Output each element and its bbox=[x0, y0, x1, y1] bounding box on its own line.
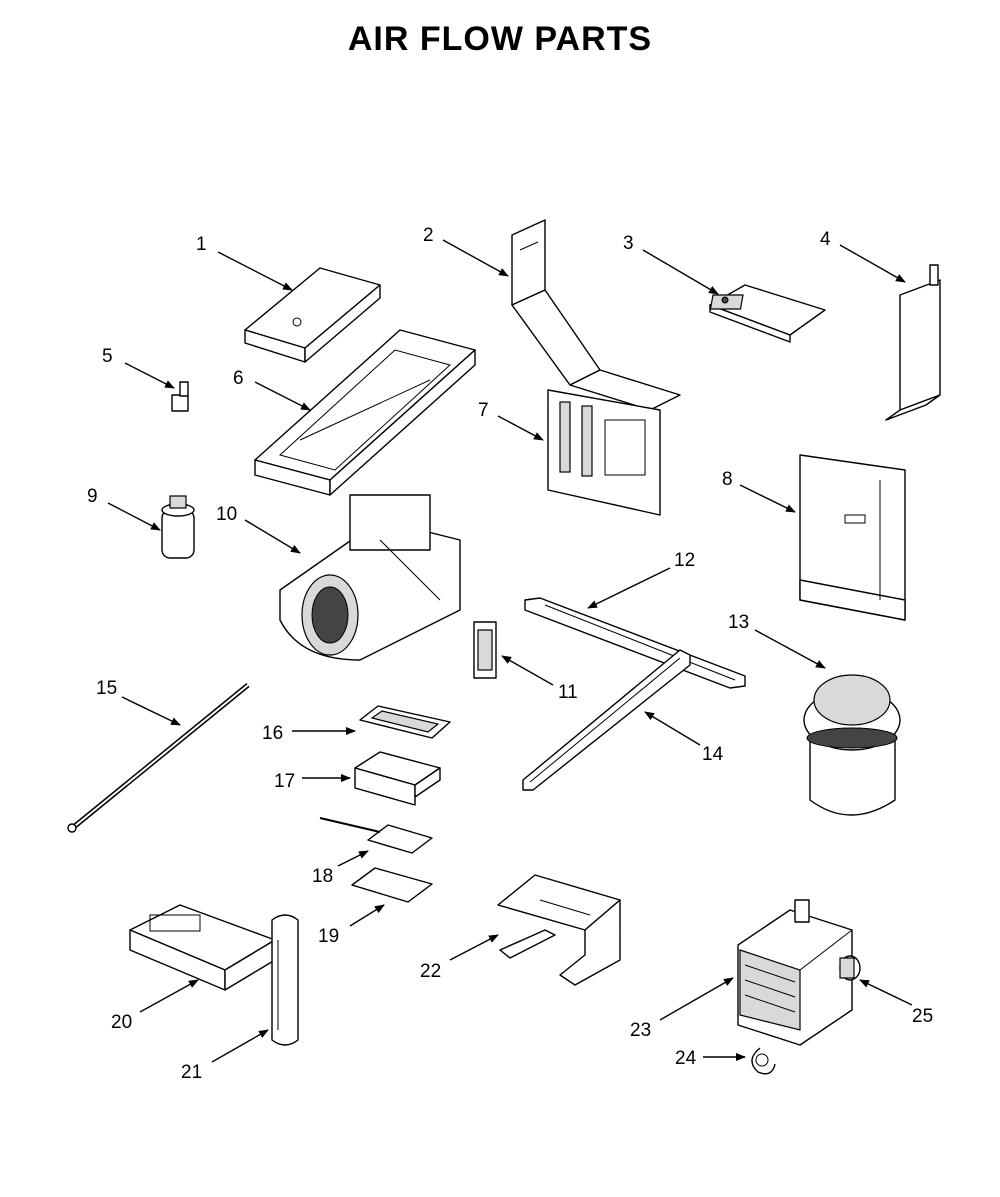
part-7-panel[interactable] bbox=[547, 389, 661, 516]
callout-22: 22 bbox=[420, 961, 441, 982]
callout-5: 5 bbox=[102, 346, 113, 367]
callout-25: 25 bbox=[912, 1006, 933, 1027]
callout-2: 2 bbox=[423, 225, 434, 246]
part-19-filter[interactable] bbox=[351, 867, 433, 903]
part-14-rail[interactable] bbox=[522, 649, 691, 791]
part-23-magnetron[interactable] bbox=[737, 899, 853, 1046]
part-5-clip[interactable] bbox=[171, 381, 189, 412]
part-1-cover[interactable] bbox=[244, 267, 381, 363]
callout-15: 15 bbox=[96, 678, 117, 699]
part-3-control-board[interactable] bbox=[709, 284, 826, 343]
part-15-rod[interactable] bbox=[67, 683, 250, 833]
callout-14: 14 bbox=[702, 744, 724, 765]
part-12-rail[interactable] bbox=[524, 597, 746, 689]
part-17-duct[interactable] bbox=[354, 751, 441, 806]
callout-19: 19 bbox=[318, 926, 339, 947]
part-6-vent-frame[interactable] bbox=[254, 329, 476, 496]
callout-9: 9 bbox=[87, 486, 98, 507]
part-4-bracket-plate[interactable] bbox=[885, 264, 941, 421]
part-2-bracket[interactable] bbox=[511, 219, 681, 411]
part-18-filter-pad[interactable] bbox=[319, 817, 433, 854]
callout-1: 1 bbox=[196, 234, 207, 255]
part-21-pipe[interactable] bbox=[271, 914, 299, 1046]
callout-18: 18 bbox=[312, 866, 333, 887]
callout-3: 3 bbox=[623, 233, 634, 254]
callout-7: 7 bbox=[478, 400, 489, 421]
part-22-bracket[interactable] bbox=[497, 874, 621, 986]
callout-17: 17 bbox=[274, 771, 295, 792]
part-10-blower[interactable] bbox=[279, 494, 461, 661]
part-16-filter-frame[interactable] bbox=[359, 705, 451, 739]
callout-13: 13 bbox=[728, 612, 749, 633]
callout-4: 4 bbox=[820, 229, 831, 250]
part-13-motor[interactable] bbox=[803, 674, 901, 816]
callout-8: 8 bbox=[722, 469, 733, 490]
callout-labels: 1 2 3 4 5 6 7 8 9 10 11 12 13 14 15 16 1… bbox=[87, 225, 933, 1083]
callout-20: 20 bbox=[111, 1012, 132, 1033]
part-8-duct-panel[interactable] bbox=[799, 454, 906, 621]
callout-24: 24 bbox=[675, 1048, 697, 1069]
callout-16: 16 bbox=[262, 723, 283, 744]
leader-lines bbox=[107, 239, 913, 1063]
callout-23: 23 bbox=[630, 1020, 651, 1041]
callout-12: 12 bbox=[674, 550, 695, 571]
part-24-clip[interactable] bbox=[751, 1047, 776, 1075]
part-9-capacitor[interactable] bbox=[161, 495, 195, 559]
page-title: AIR FLOW PARTS bbox=[347, 20, 653, 58]
callout-6: 6 bbox=[233, 368, 244, 389]
callout-10: 10 bbox=[216, 504, 237, 525]
callout-11: 11 bbox=[558, 682, 578, 703]
callout-21: 21 bbox=[181, 1062, 202, 1083]
part-11-switch[interactable] bbox=[473, 621, 497, 679]
part-25-antenna[interactable] bbox=[839, 955, 861, 981]
part-20-vent[interactable] bbox=[129, 904, 276, 991]
